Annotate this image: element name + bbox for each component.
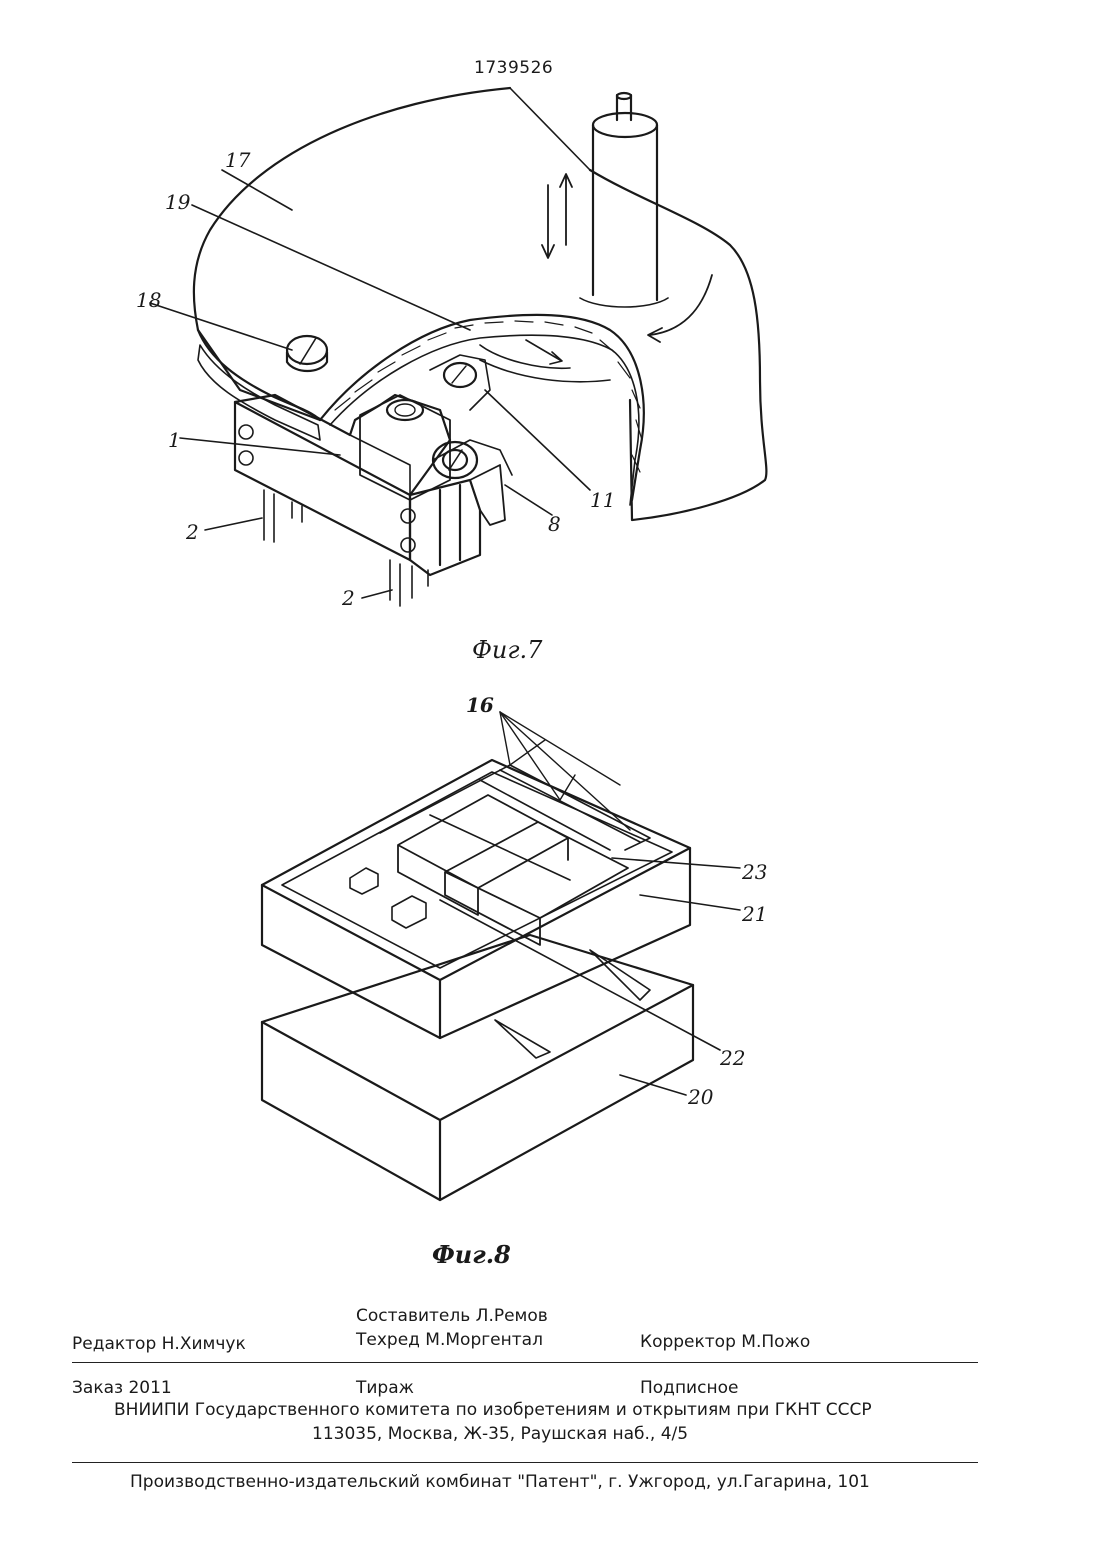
order-number: Заказ 2011 bbox=[72, 1378, 172, 1398]
plant-line: Производственно-издательский комбинат "П… bbox=[130, 1472, 870, 1492]
label-16: 16 bbox=[466, 693, 494, 717]
compiler-credit: Составитель Л.Ремов bbox=[356, 1306, 548, 1326]
label-8: 8 bbox=[548, 512, 561, 536]
institute-line: ВНИИПИ Государственного комитета по изоб… bbox=[114, 1400, 872, 1420]
corrector-credit: Корректор М.Пожо bbox=[640, 1332, 810, 1352]
label-21: 21 bbox=[742, 902, 767, 926]
label-20: 20 bbox=[688, 1085, 713, 1109]
label-1: 1 bbox=[168, 428, 181, 452]
address-line: 113035, Москва, Ж-35, Раушская наб., 4/5 bbox=[312, 1424, 688, 1444]
label-19: 19 bbox=[165, 190, 190, 214]
techred-credit: Техред М.Моргентал bbox=[356, 1330, 543, 1350]
divider-top bbox=[72, 1362, 978, 1363]
figure-8-caption: Фиг.8 bbox=[432, 1240, 511, 1269]
subscription-label: Подписное bbox=[640, 1378, 738, 1398]
divider-bottom bbox=[72, 1462, 978, 1463]
label-23: 23 bbox=[742, 860, 767, 884]
figure-7-caption: Фиг.7 bbox=[472, 636, 542, 664]
label-17: 17 bbox=[225, 148, 250, 172]
label-11: 11 bbox=[590, 488, 615, 512]
label-2b: 2 bbox=[342, 586, 355, 610]
label-2a: 2 bbox=[186, 520, 199, 544]
editor-credit: Редактор Н.Химчук bbox=[72, 1334, 246, 1354]
label-22: 22 bbox=[720, 1046, 745, 1070]
label-18: 18 bbox=[136, 288, 161, 312]
circulation-label: Тираж bbox=[356, 1378, 414, 1398]
